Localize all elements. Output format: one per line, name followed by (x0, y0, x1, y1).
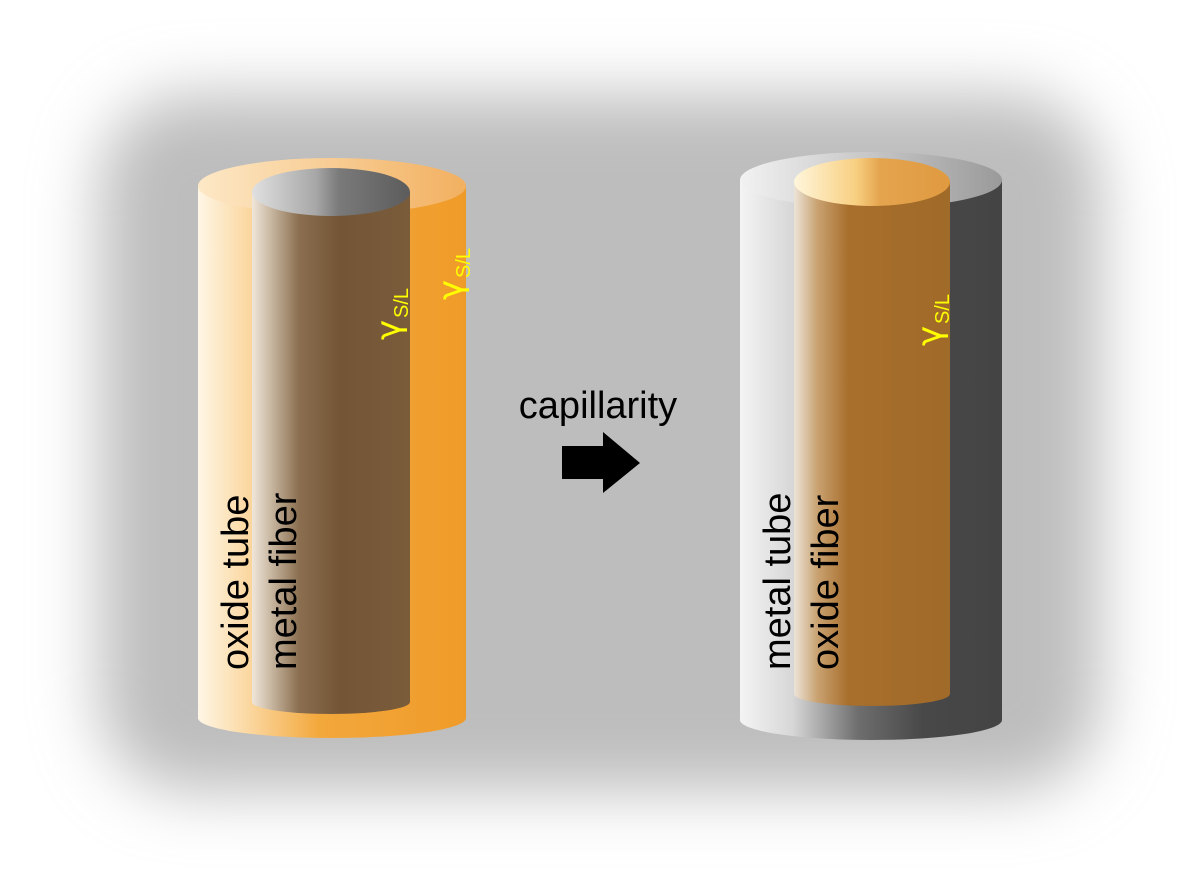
right-inner-label: oxide fiber (805, 494, 847, 670)
right-cylinder: metal tube oxide fiber γ S/L (740, 152, 1002, 740)
gamma-symbol: γ (910, 326, 950, 346)
left-outer-gamma: γ S/L (431, 248, 475, 300)
left-inner-gamma: γ S/L (369, 288, 413, 340)
left-inner-label: metal fiber (263, 492, 305, 670)
gamma-symbol: γ (369, 320, 409, 340)
left-inner-fiber-top (252, 168, 410, 216)
gamma-subscript: S/L (391, 288, 413, 318)
gamma-subscript: S/L (453, 248, 475, 278)
transition: capillarity (519, 385, 677, 493)
right-outer-label: metal tube (757, 493, 799, 670)
left-inner-fiber-body (252, 192, 410, 714)
capillarity-label: capillarity (519, 385, 677, 427)
left-outer-label: oxide tube (215, 495, 257, 670)
gamma-subscript: S/L (932, 294, 954, 324)
right-arrow-icon (562, 432, 640, 493)
right-inner-gamma: γ S/L (910, 294, 954, 346)
gamma-symbol: γ (431, 280, 471, 300)
left-cylinder: oxide tube metal fiber γ S/L γ S/L (198, 158, 475, 738)
right-inner-fiber-body (794, 182, 950, 706)
right-inner-fiber-top (794, 158, 950, 206)
